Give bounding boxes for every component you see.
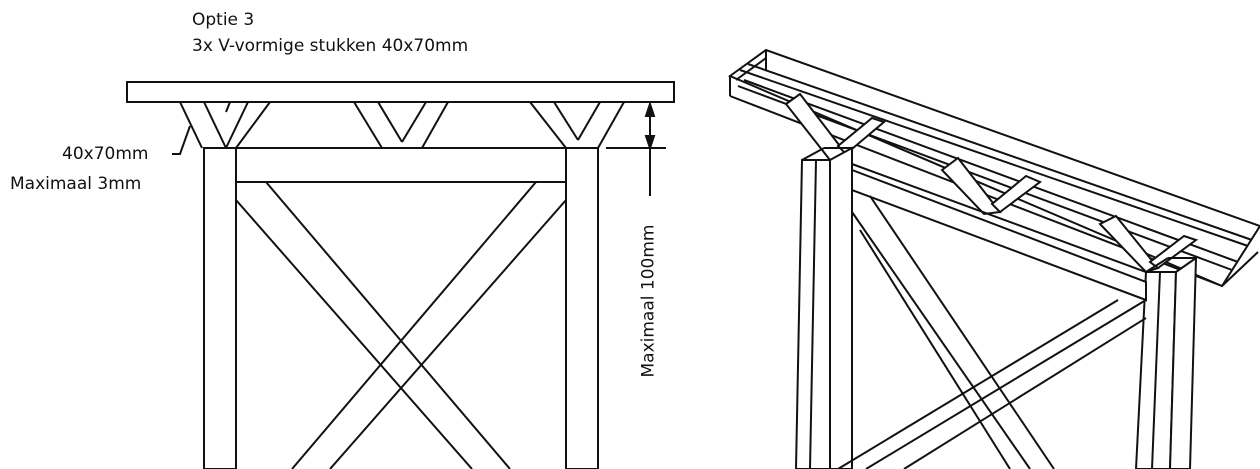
top-beam (126, 81, 675, 103)
height-label: Maximaal 100mm (638, 224, 659, 378)
height-dimension (606, 100, 666, 196)
gap-label: Maximaal 3mm (10, 174, 142, 194)
v-piece-right (529, 101, 625, 149)
post-left (203, 147, 237, 469)
iso-x-brace (837, 195, 1147, 469)
x-brace (235, 181, 567, 469)
v-piece-left (179, 101, 271, 149)
size-leader (172, 125, 191, 155)
iso-post-right (1134, 256, 1198, 469)
title-line1: Optie 3 (192, 10, 255, 30)
title-line2: 3x V-vormige stukken 40x70mm (192, 36, 469, 56)
iso-v-piece-middle (940, 156, 1042, 216)
iso-post-left (794, 146, 853, 469)
post-right (565, 147, 599, 469)
iso-v-piece-right (1098, 214, 1199, 274)
size-label: 40x70mm (62, 144, 149, 164)
